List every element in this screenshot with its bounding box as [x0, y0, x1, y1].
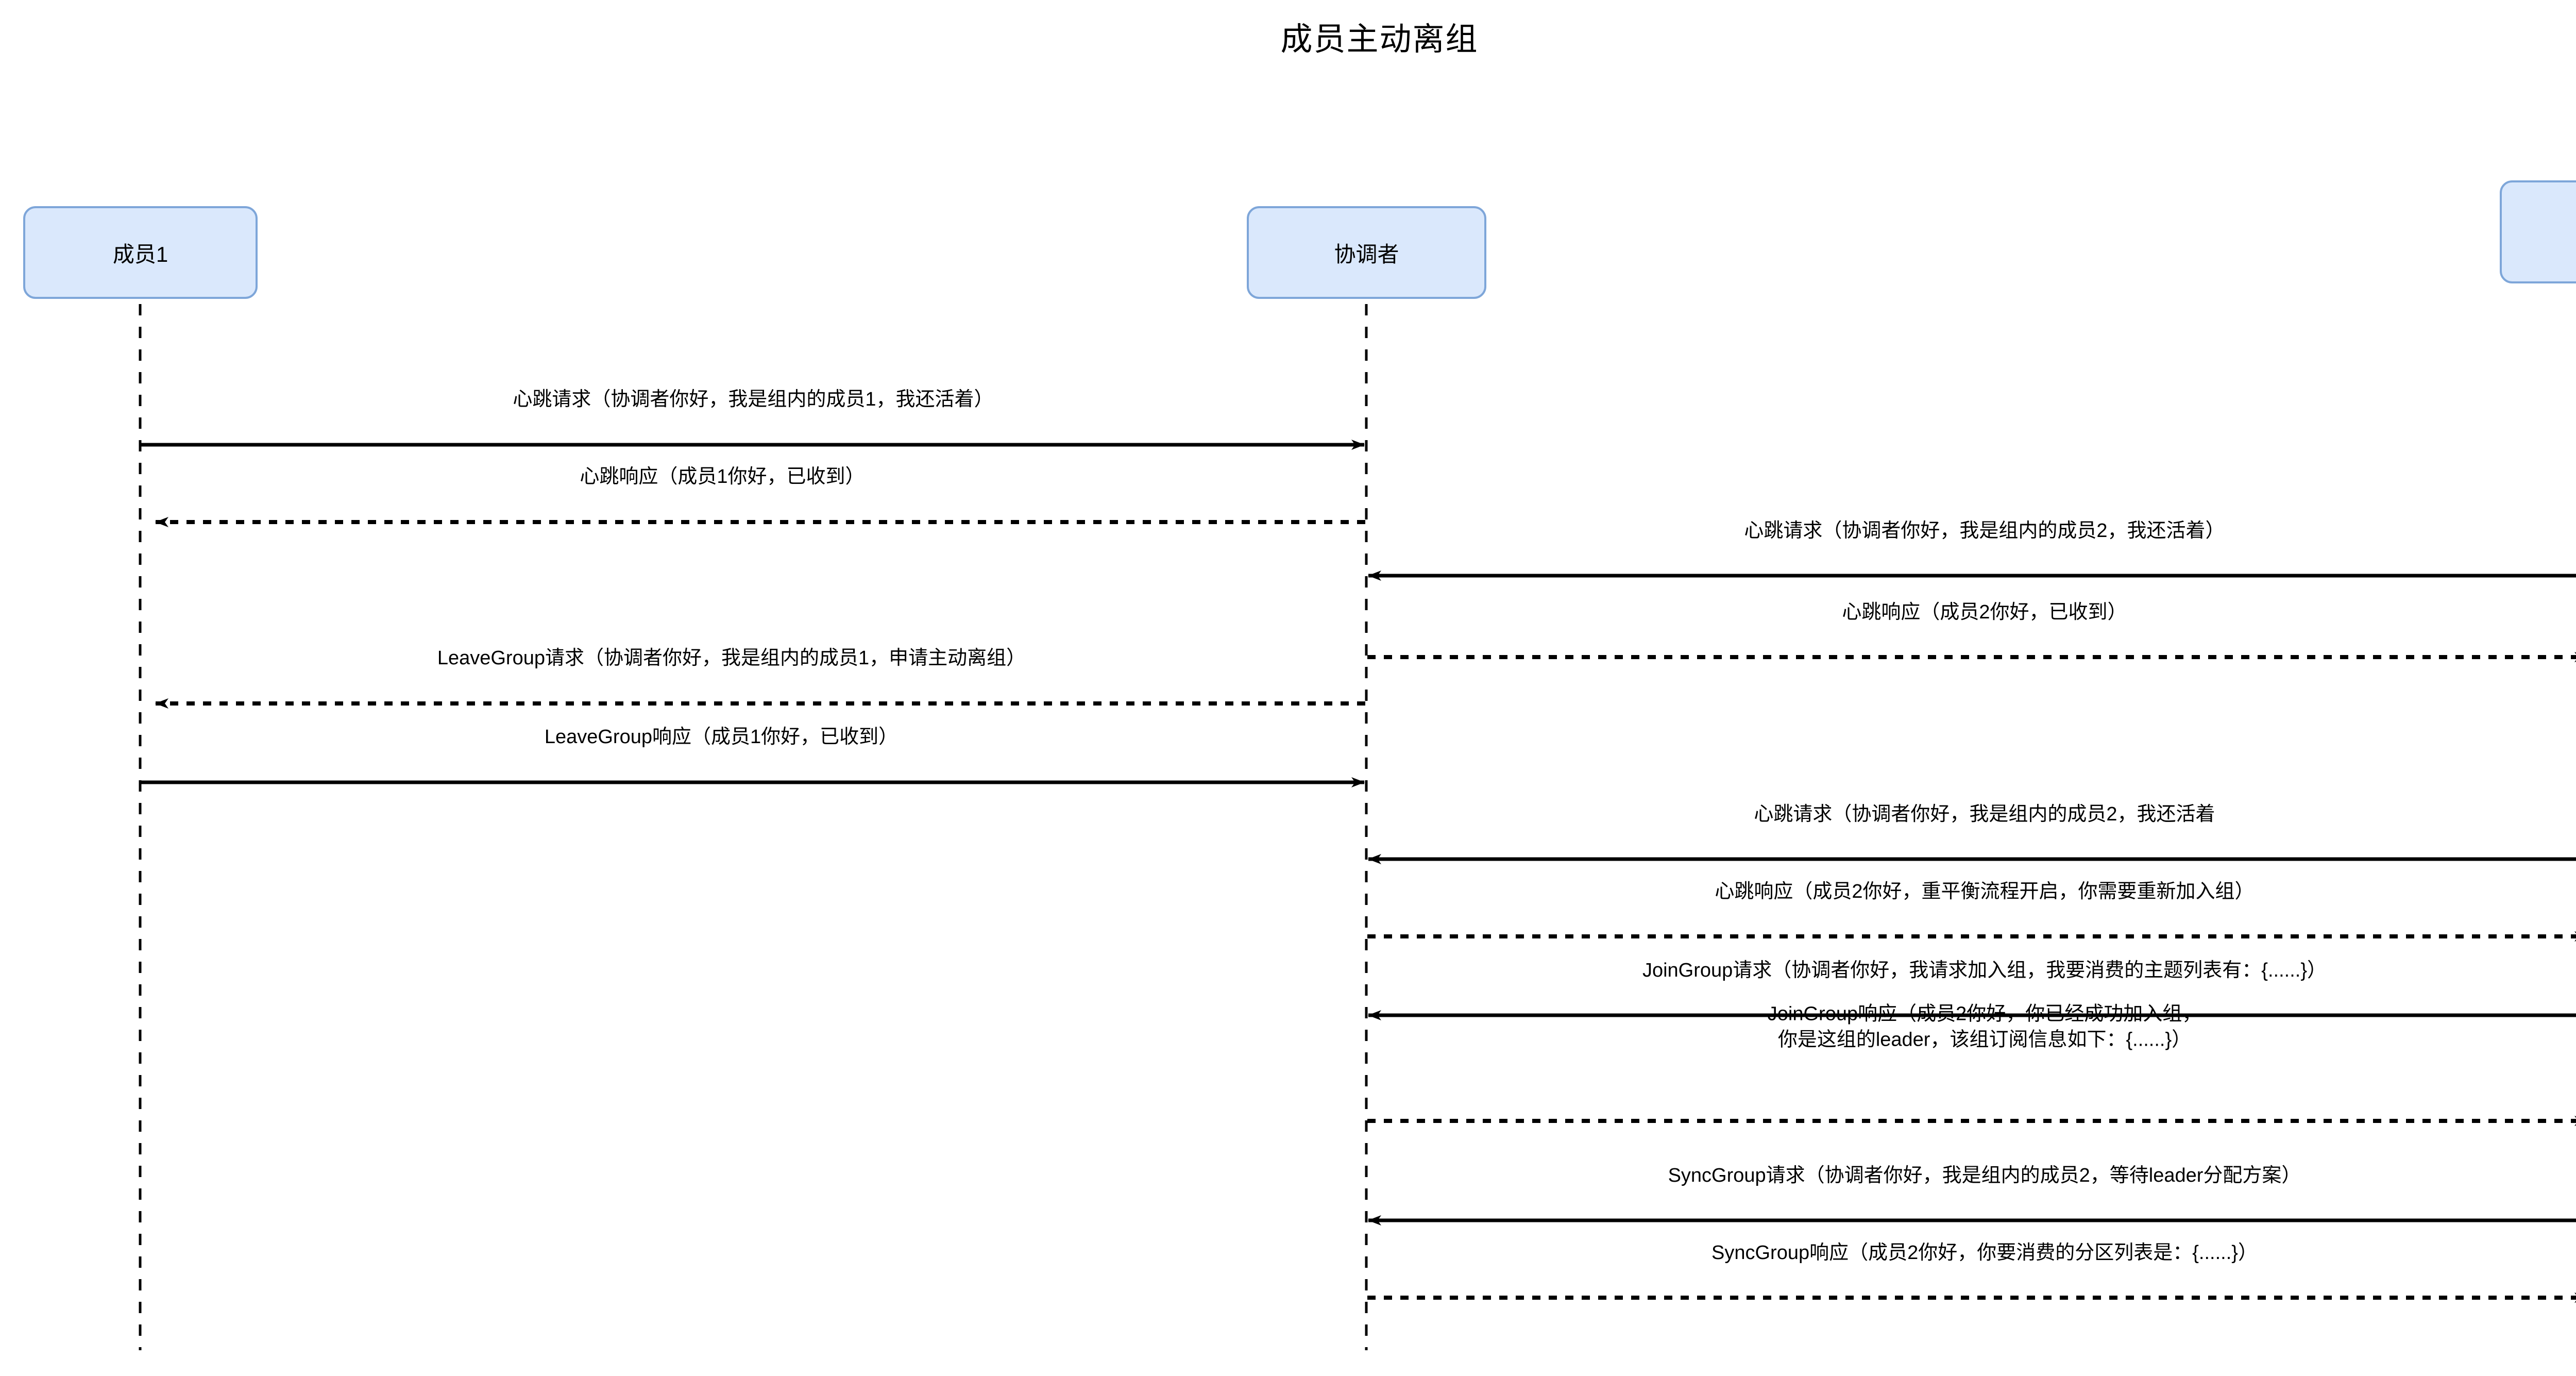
- message-label-m1: 心跳请求（协调者你好，我是组内的成员1，我还活着）: [513, 388, 994, 410]
- message-label-m6: LeaveGroup响应（成员1你好，已收到）: [544, 726, 899, 748]
- message-label-m8: 心跳响应（成员2你好，重平衡流程开启，你需要重新加入组）: [1715, 880, 2255, 902]
- message-label-m10: JoinGroup响应（成员2你好，你已经成功加入组， 你是这组的leader，…: [1767, 1003, 2202, 1051]
- message-label-m12: SyncGroup响应（成员2你好，你要消费的分区列表是：{......}）: [1711, 1241, 2258, 1264]
- participant-label-coordinator: 协调者: [1334, 242, 1399, 266]
- participant-box-member1[interactable]: 成员1: [23, 206, 258, 299]
- message-label-m2: 心跳响应（成员1你好，已收到）: [580, 465, 865, 488]
- message-label-m5: LeaveGroup请求（协调者你好，我是组内的成员1，申请主动离组）: [437, 647, 1026, 669]
- participant-box-member2[interactable]: 成员2: [2500, 180, 2576, 283]
- message-label-m3: 心跳请求（协调者你好，我是组内的成员2，我还活着）: [1744, 519, 2225, 542]
- message-label-m11: SyncGroup请求（协调者你好，我是组内的成员2，等待leader分配方案）: [1668, 1164, 2301, 1186]
- message-label-m4: 心跳响应（成员2你好，已收到）: [1842, 601, 2127, 623]
- lifelines-group: [139, 304, 1368, 1350]
- message-label-m9: JoinGroup请求（协调者你好，我请求加入组，我要消费的主题列表有：{...…: [1642, 959, 2327, 981]
- message-label-m7: 心跳请求（协调者你好，我是组内的成员2，我还活着: [1754, 803, 2215, 825]
- participant-box-coordinator[interactable]: 协调者: [1247, 206, 1486, 299]
- page-title: 成员主动离组: [1280, 22, 1479, 57]
- participant-label-member1: 成员1: [112, 242, 168, 266]
- message-arrows-group: [141, 440, 2576, 1303]
